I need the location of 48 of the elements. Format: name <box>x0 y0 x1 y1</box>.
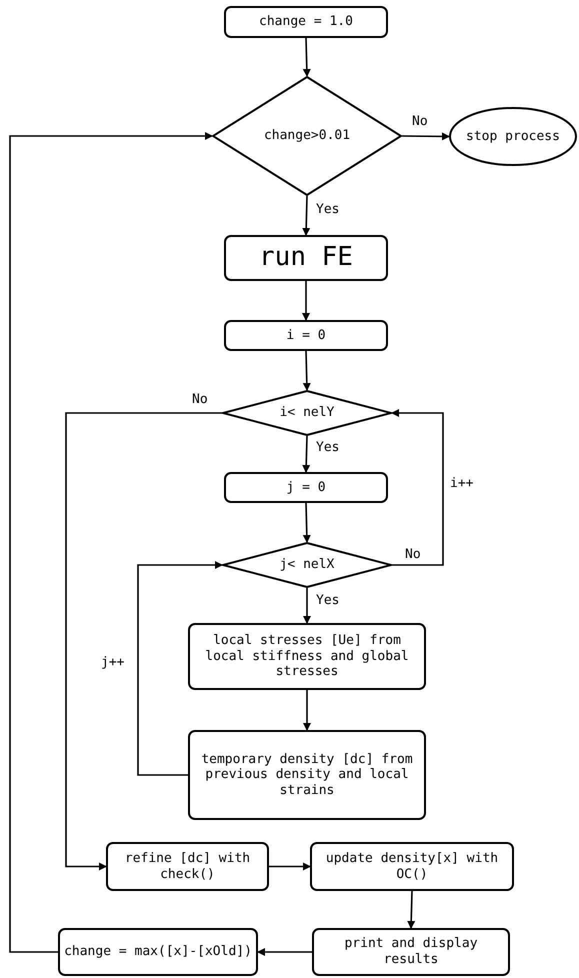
arrow <box>302 196 310 236</box>
process-box <box>58 928 258 976</box>
step-text: stop process <box>465 128 561 144</box>
step-text: j = 0 <box>285 480 327 496</box>
step-text: update density[x] with OC() <box>324 850 500 882</box>
arrow <box>391 409 444 566</box>
step-text: change = 1.0 <box>258 14 354 30</box>
process-box <box>188 623 426 690</box>
step-text: change>0.01 <box>262 128 352 144</box>
arrow <box>407 890 416 929</box>
arrow <box>402 132 450 140</box>
process-box <box>224 320 388 351</box>
arrow <box>302 38 311 77</box>
arrow <box>302 350 311 391</box>
arrow <box>257 948 312 956</box>
loop-label: i++ <box>450 477 474 490</box>
process-box <box>310 842 514 891</box>
process-box <box>106 842 269 891</box>
step-text: refine [dc] with check() <box>124 850 252 882</box>
step-text: print and display results <box>343 936 479 968</box>
arrow <box>302 436 310 473</box>
process-box <box>312 928 510 976</box>
step-text: temporary density [dc] from previous density and local strains <box>200 752 414 798</box>
step-text: change = max([x]-[xOld]) <box>63 944 253 960</box>
step-text: local stresses [Ue] from local stiffness and global stresses <box>204 633 410 680</box>
step-text: i< nelY <box>278 405 336 421</box>
process-box <box>224 235 388 281</box>
edge-label: No <box>411 115 429 128</box>
process-box <box>188 730 426 820</box>
edge-label: Yes <box>315 441 340 454</box>
step-text: j< nelX <box>278 557 336 573</box>
edge-label: Yes <box>315 594 340 607</box>
process-box <box>224 472 388 503</box>
edge-label: j++ <box>100 656 126 669</box>
arrow <box>303 690 311 731</box>
arrow <box>65 412 222 870</box>
arrow <box>9 132 213 953</box>
arrow <box>303 588 311 624</box>
arrow <box>137 561 223 776</box>
step-text: i = 0 <box>285 328 327 344</box>
arrow <box>302 502 311 543</box>
step-text: run FE <box>258 242 354 274</box>
process-box <box>224 6 388 38</box>
edge-label: Yes <box>315 203 340 216</box>
edge-label: No <box>191 393 209 406</box>
edge-label: No <box>404 548 422 561</box>
arrow <box>269 862 311 870</box>
arrow <box>302 281 310 321</box>
